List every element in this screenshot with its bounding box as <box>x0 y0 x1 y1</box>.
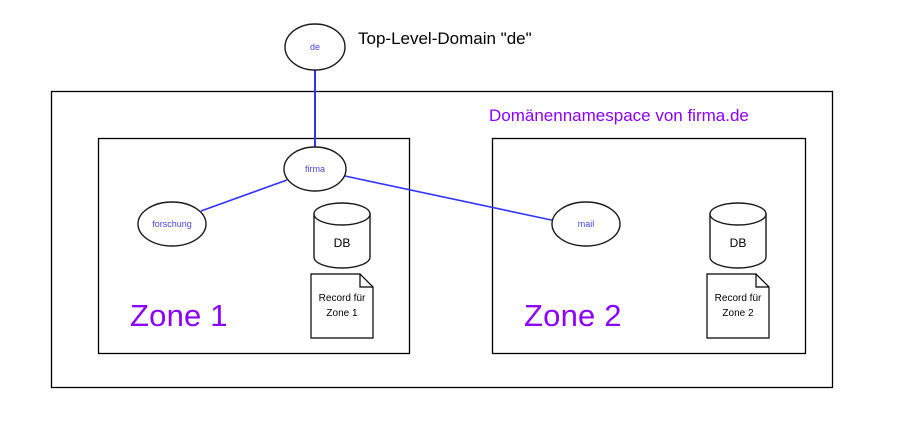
zone2-database-icon <box>709 202 767 269</box>
zone1-label: Zone 1 <box>130 298 228 333</box>
zone1-box <box>97 137 411 355</box>
node-de-label: de <box>309 42 321 52</box>
edge-firma-forschung <box>200 179 288 212</box>
node-firma-ellipse[interactable] <box>283 146 347 192</box>
zone2-record-line1: Record für <box>714 293 762 304</box>
node-forschung-ellipse[interactable] <box>137 201 207 247</box>
zone2-record-text: Record für Zone 2 <box>703 291 773 321</box>
zone2-record-note <box>706 273 770 339</box>
zone2-database-label: DB <box>729 236 747 250</box>
zone1-database-label: DB <box>333 236 351 250</box>
namespace-box <box>50 90 834 389</box>
namespace-label: Domänennamespace von firma.de <box>489 106 749 125</box>
zone2-label: Zone 2 <box>524 298 622 333</box>
zone1-record-note <box>310 273 374 339</box>
zone1-database-icon <box>313 202 371 269</box>
zone1-record-line2: Zone 1 <box>326 308 358 319</box>
node-mail-ellipse[interactable] <box>551 201 621 247</box>
node-forschung-label: forschung <box>152 219 192 229</box>
zone2-record-line2: Zone 2 <box>722 308 754 319</box>
zone1-record-line1: Record für <box>318 293 366 304</box>
page-title: Top-Level-Domain "de" <box>358 29 532 48</box>
node-de-ellipse[interactable] <box>284 23 346 71</box>
zone2-box <box>491 137 807 355</box>
node-mail-label: mail <box>577 219 595 229</box>
node-firma-label: firma <box>305 164 325 174</box>
edge-firma-mail <box>344 175 557 222</box>
zone1-record-text: Record für Zone 1 <box>307 291 377 321</box>
